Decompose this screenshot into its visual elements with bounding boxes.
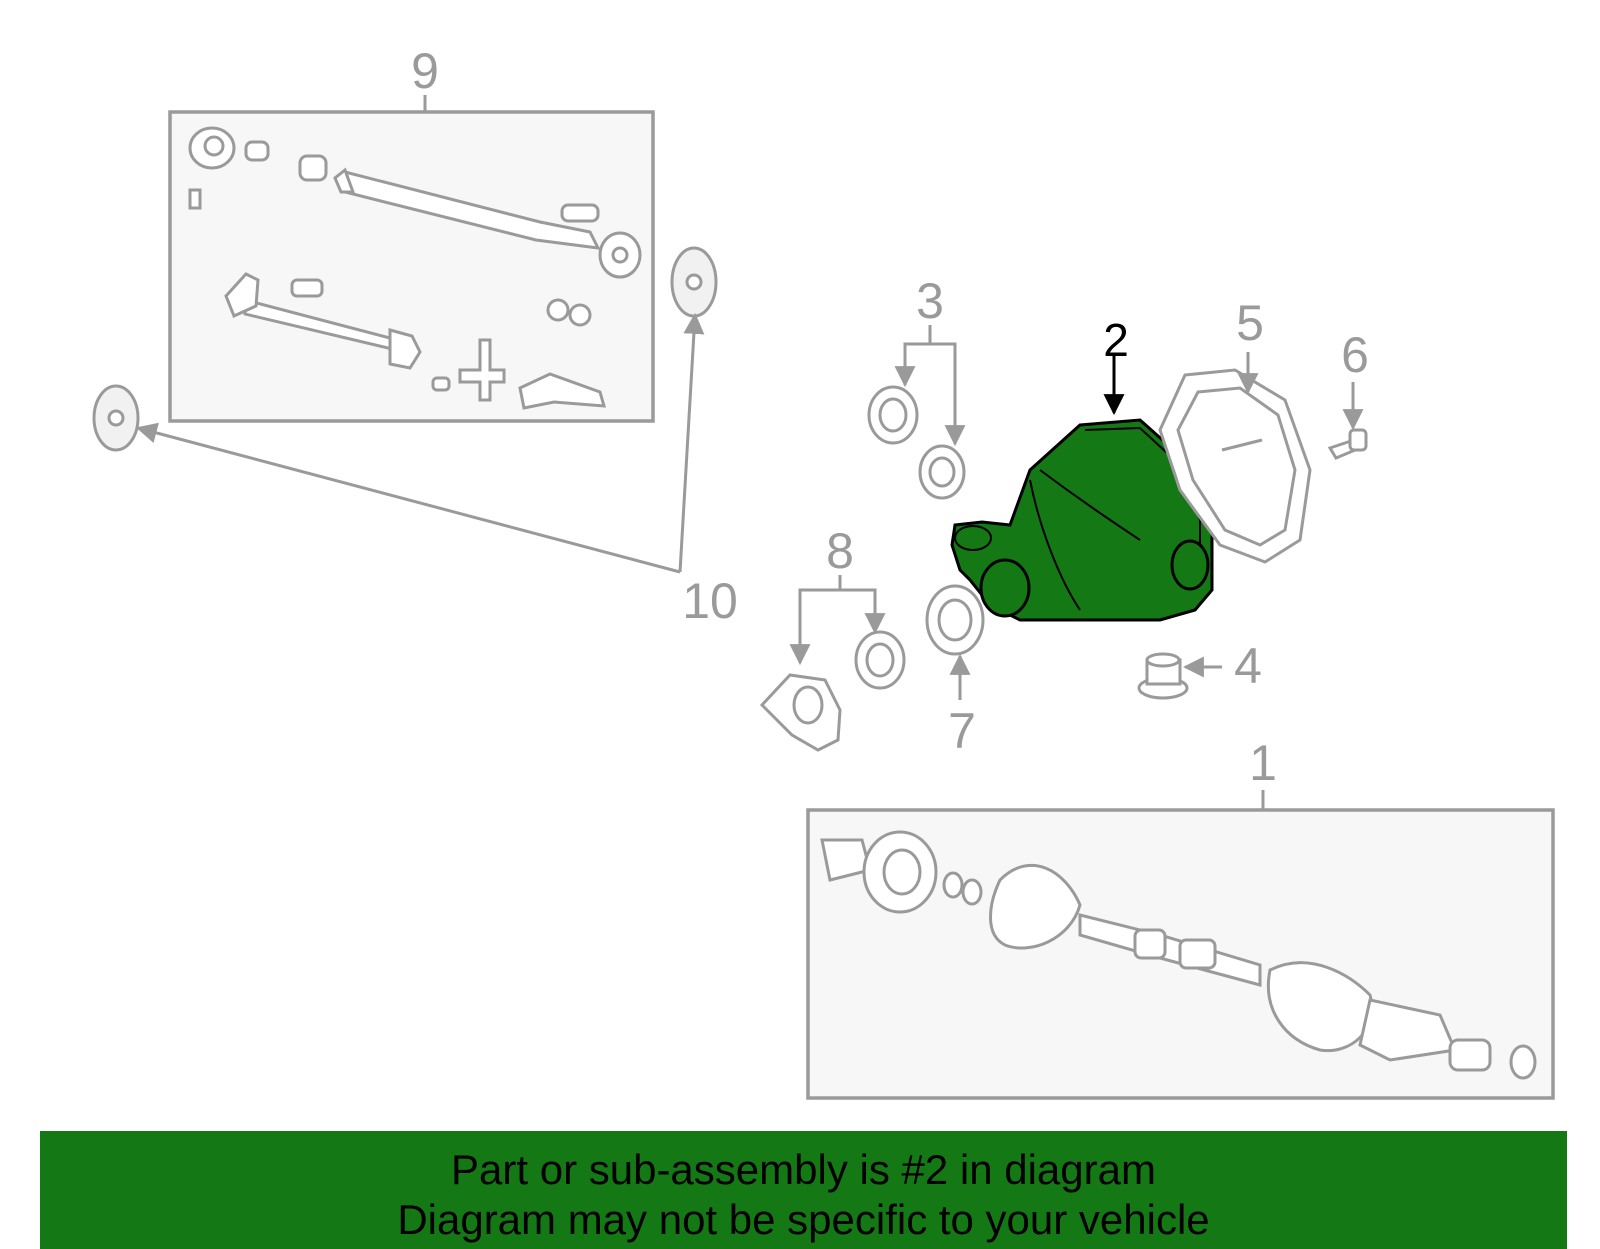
axle-shaft-assembly: [820, 830, 1537, 1080]
part-6-bolt[interactable]: 6: [1327, 327, 1369, 460]
callout-8: 8: [826, 523, 854, 579]
part-5-cover[interactable]: 5: [1158, 295, 1312, 564]
callout-6: 6: [1341, 327, 1369, 383]
part-8-bearing-flange[interactable]: 8: [759, 523, 906, 752]
callout-1: 1: [1249, 735, 1277, 791]
callout-4: 4: [1234, 638, 1262, 694]
part-group-9-propeller-shaft[interactable]: 9: [168, 43, 655, 423]
upper-propeller-shaft: [188, 126, 642, 279]
callout-2: 2: [1103, 314, 1129, 366]
part-7-oil-seal[interactable]: 7: [925, 584, 985, 759]
callout-5: 5: [1236, 295, 1264, 351]
part-4-bushing[interactable]: 4: [1137, 638, 1262, 700]
part-group-1-axle-shaft[interactable]: 1: [806, 735, 1555, 1100]
highlight-info-banner: Part or sub-assembly is #2 in diagram Di…: [40, 1131, 1567, 1249]
callout-7: 7: [948, 703, 976, 759]
banner-line-2: Diagram may not be specific to your vehi…: [397, 1196, 1210, 1243]
callout-10: 10: [682, 573, 738, 629]
lower-propeller-shaft: [224, 272, 607, 410]
callout-3: 3: [916, 273, 944, 329]
part-10-flex-disc[interactable]: 10: [92, 246, 738, 629]
callout-9: 9: [411, 43, 439, 99]
parts-diagram: 9 10 3 2 5: [92, 43, 1555, 1100]
part-3-bearing[interactable]: 3: [867, 273, 966, 500]
banner-line-1: Part or sub-assembly is #2 in diagram: [451, 1146, 1156, 1193]
